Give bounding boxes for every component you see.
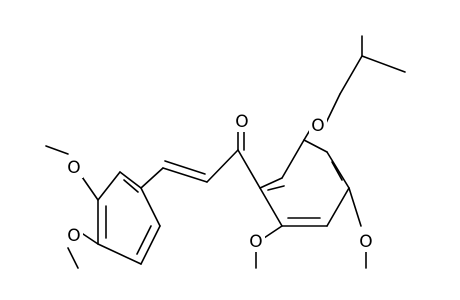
double-bond-inner	[136, 225, 152, 255]
bond	[259, 187, 283, 227]
bond	[348, 187, 362, 227]
para-methoxy-oxygen-label: O	[67, 226, 80, 246]
bond	[97, 171, 121, 201]
bond	[140, 187, 161, 227]
right-aromatic-ring	[259, 139, 350, 227]
bond	[206, 149, 239, 183]
bond	[45, 145, 69, 155]
right-methoxy-oxygen-label: O	[359, 232, 372, 252]
bond	[263, 225, 283, 239]
bond	[97, 243, 142, 265]
enone-chain	[140, 129, 261, 189]
meta-methoxy-oxygen-label: O	[67, 158, 80, 178]
bond	[259, 177, 283, 189]
ortho-methoxy-oxygen-label: O	[249, 232, 262, 252]
alkene-double-bond	[162, 167, 208, 183]
bond	[67, 247, 79, 269]
left-aromatic-ring	[97, 171, 161, 265]
bond	[361, 55, 406, 73]
right-methoxy-groups	[255, 187, 367, 269]
bond	[237, 149, 261, 189]
bond	[326, 151, 350, 189]
double-bond-inner	[331, 161, 343, 181]
bond	[339, 55, 363, 95]
bond	[281, 139, 305, 179]
atom-labels: O O O O O O	[65, 112, 375, 252]
carbonyl-oxygen-label: O	[235, 112, 248, 132]
double-bond-inner	[123, 179, 139, 193]
bond	[140, 167, 164, 189]
bond	[79, 173, 99, 201]
bond	[119, 171, 142, 189]
double-bond-inner	[267, 185, 285, 191]
bond	[326, 187, 350, 227]
bond	[324, 93, 341, 126]
isopentyl-ether-oxygen-label: O	[311, 116, 324, 136]
bond	[140, 225, 161, 265]
bond	[303, 139, 328, 153]
alkene-double-bond	[164, 160, 206, 175]
